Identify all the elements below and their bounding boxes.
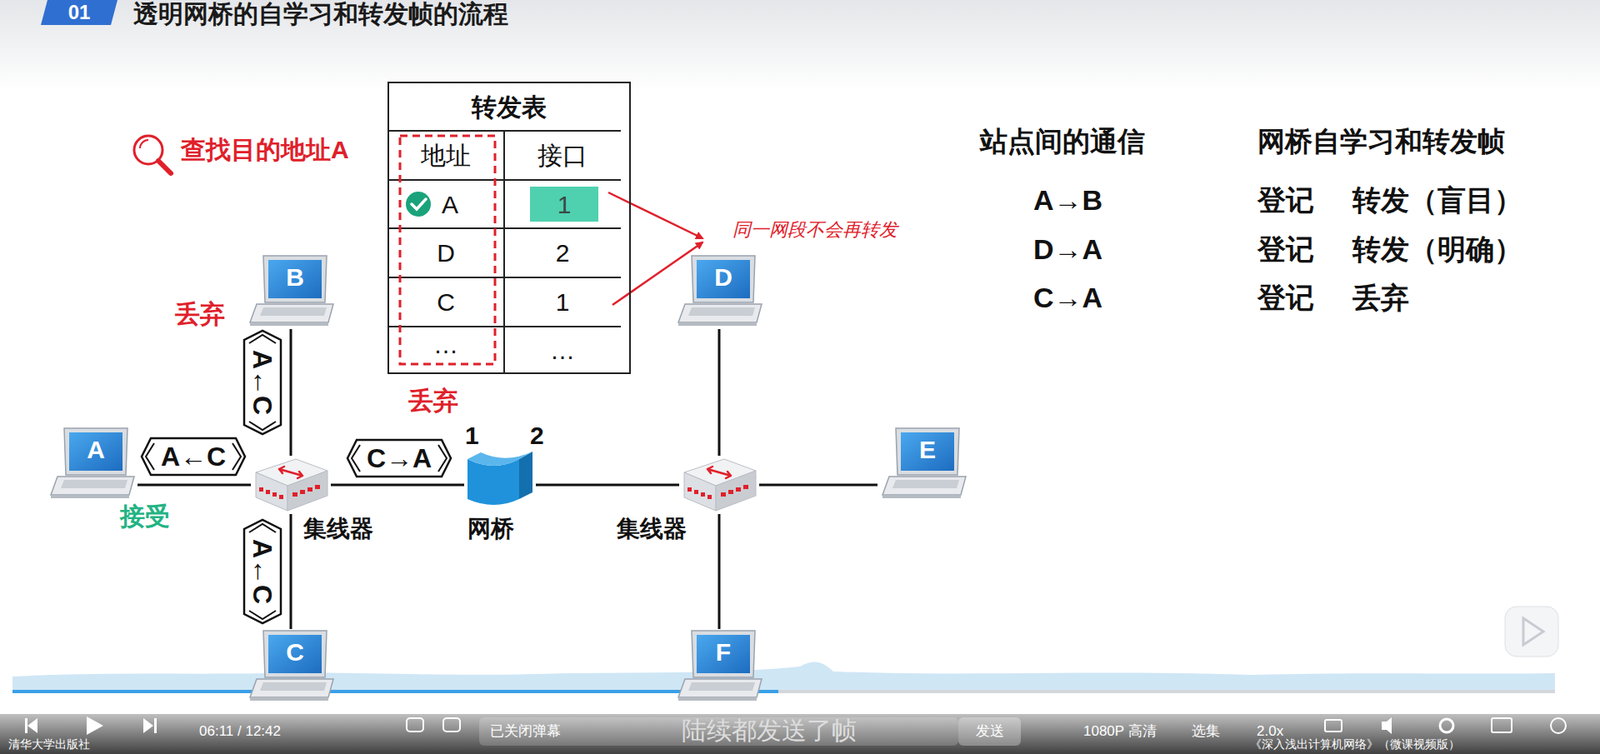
book-watermark: 《深入浅出计算机网络》（微课视频版） bbox=[1250, 738, 1460, 751]
comment-input bbox=[479, 717, 959, 746]
bridge-action: 丢弃 bbox=[1352, 282, 1410, 314]
quality-setting: 1080P 高清 bbox=[1083, 724, 1157, 740]
table-cell: 1 bbox=[504, 277, 621, 327]
communication-step: C→A bbox=[1033, 282, 1103, 314]
frame-label: C→A bbox=[366, 441, 432, 475]
host-letter: E bbox=[900, 433, 955, 467]
host-letter: C bbox=[268, 635, 322, 670]
table-cell: C bbox=[387, 277, 505, 327]
send-button-label: 发送 bbox=[975, 724, 1005, 740]
bridge-device: 网桥 bbox=[464, 449, 536, 505]
network-wire bbox=[290, 329, 293, 456]
bridge-action: 登记 bbox=[1257, 185, 1315, 216]
send-button bbox=[958, 717, 1021, 746]
column-heading: 站点间的通信 bbox=[980, 126, 1145, 157]
hub-device: 集线器 bbox=[250, 455, 331, 515]
magnifier-icon bbox=[134, 135, 171, 174]
network-wire bbox=[535, 484, 680, 487]
bridge-action: 转发（明确） bbox=[1352, 234, 1523, 265]
progress-played bbox=[12, 690, 779, 694]
frame-label: A←C bbox=[245, 350, 280, 415]
table-grid bbox=[387, 130, 621, 375]
table-header: 接口 bbox=[504, 130, 621, 180]
network-wire bbox=[290, 514, 293, 630]
column-heading: 网桥自学习和转发帧 bbox=[1257, 126, 1505, 157]
progress-track bbox=[12, 690, 1555, 694]
top-band bbox=[0, 0, 1600, 92]
host-laptop: F bbox=[673, 629, 765, 705]
discard-mark: 丢弃 bbox=[175, 300, 225, 328]
device-label: 集线器 bbox=[616, 515, 687, 544]
slide-title: 透明网桥的自学习和转发帧的流程 bbox=[133, 0, 509, 28]
host-letter: A bbox=[69, 433, 123, 467]
accept-mark: 接受 bbox=[120, 502, 170, 530]
frame-box: A←C bbox=[140, 437, 246, 476]
table-cell: … bbox=[504, 326, 621, 375]
frame-box: A←C bbox=[243, 330, 282, 435]
player-time: 06:11 / 12:42 bbox=[199, 724, 281, 740]
host-laptop: B bbox=[245, 254, 337, 330]
host-letter: B bbox=[268, 260, 322, 295]
hub-icon bbox=[250, 455, 331, 515]
host-laptop: C bbox=[245, 629, 337, 705]
bridge-action: 登记 bbox=[1257, 282, 1315, 314]
table-cell: 2 bbox=[504, 228, 621, 278]
play-overlay-button bbox=[1505, 606, 1559, 657]
network-wire bbox=[718, 514, 721, 630]
host-laptop: A bbox=[45, 426, 138, 502]
bridge-icon bbox=[464, 449, 536, 505]
device-label: 集线器 bbox=[303, 515, 374, 544]
device-label: 网桥 bbox=[467, 515, 515, 544]
bridge-action: 登记 bbox=[1257, 234, 1315, 265]
table-cell: D bbox=[387, 228, 505, 278]
network-wire bbox=[137, 484, 251, 487]
network-wire bbox=[759, 484, 878, 487]
table-cell: … bbox=[401, 326, 490, 362]
pointer-arrows bbox=[608, 192, 703, 305]
port-number: 2 bbox=[530, 421, 545, 450]
lookup-caption: 查找目的地址A bbox=[180, 135, 350, 164]
check-icon bbox=[405, 191, 431, 217]
table-cell: 1 bbox=[530, 186, 599, 222]
playback-speed: 2.0x bbox=[1256, 724, 1284, 740]
host-laptop: E bbox=[877, 426, 970, 502]
frame-box: A←C bbox=[243, 519, 282, 625]
network-wire bbox=[718, 329, 721, 456]
video-subtitle: 陆续都发送了帧 bbox=[681, 716, 857, 745]
port-number: 1 bbox=[465, 421, 480, 450]
episode-list: 选集 bbox=[1191, 724, 1220, 740]
frame-label: A←C bbox=[160, 440, 226, 474]
frame-label: A←C bbox=[245, 539, 280, 605]
host-letter: F bbox=[696, 635, 750, 670]
communication-step: D→A bbox=[1033, 234, 1103, 265]
player-bar bbox=[0, 714, 1600, 754]
bridge-action: 转发（盲目） bbox=[1352, 185, 1523, 216]
discard-mark: 丢弃 bbox=[408, 386, 459, 415]
network-wire bbox=[330, 484, 465, 487]
section-badge: 01 bbox=[40, 0, 118, 25]
publisher-watermark: 清华大学出版社 bbox=[8, 738, 90, 751]
hub-device: 集线器 bbox=[679, 455, 760, 515]
table-header: 地址 bbox=[387, 130, 505, 180]
audio-waveform bbox=[12, 662, 1555, 694]
host-laptop: D bbox=[673, 254, 765, 330]
hub-icon bbox=[679, 455, 760, 515]
table-title: 转发表 bbox=[389, 83, 630, 131]
frame-box: C→A bbox=[346, 439, 452, 478]
annotation-note: 同一网段不会再转发 bbox=[732, 220, 898, 240]
forwarding-table: 转发表 bbox=[387, 81, 631, 375]
danmaku-placeholder: 已关闭弹幕 bbox=[490, 724, 561, 740]
host-letter: D bbox=[696, 260, 750, 295]
communication-step: A→B bbox=[1033, 185, 1103, 216]
section-number: 01 bbox=[40, 0, 118, 25]
table-cell: A bbox=[429, 180, 471, 229]
